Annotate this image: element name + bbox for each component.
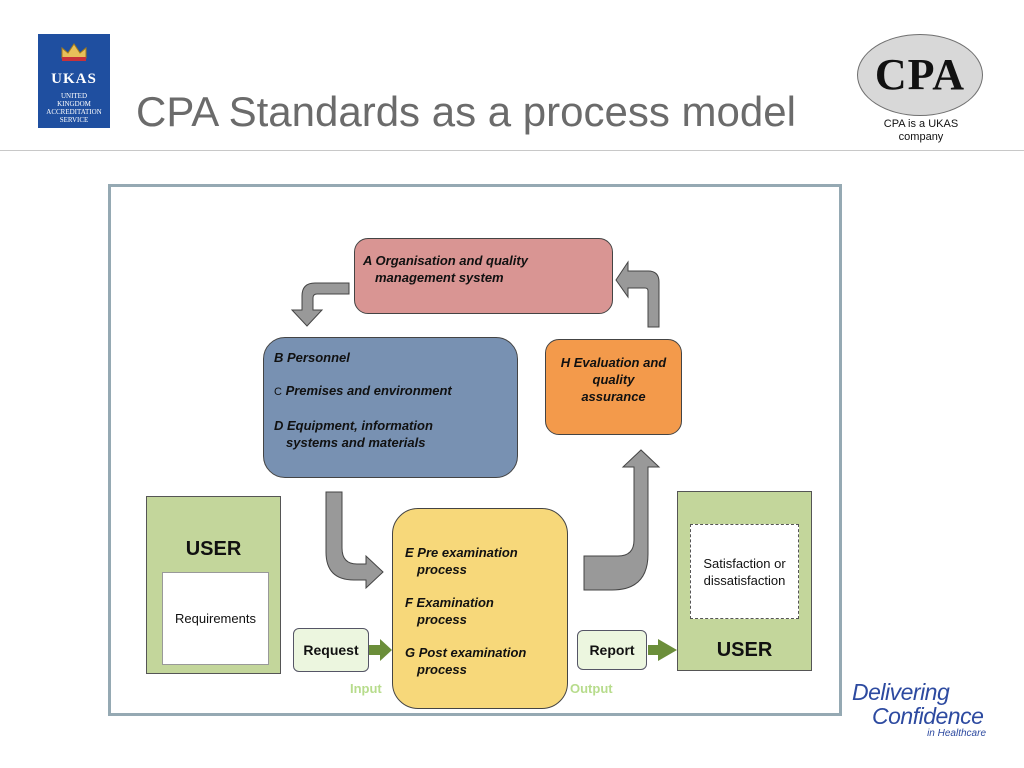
cpa-logo-text: CPA [874,50,966,99]
box-b-equipment-line-1: D Equipment, information [274,418,433,433]
cpa-logo: CPA [857,34,983,116]
box-g-line-1: G Post examination [405,645,527,660]
page-title: CPA Standards as a process model [136,88,796,135]
satisfaction-box: Satisfaction or dissatisfaction [690,524,799,619]
delivering-confidence-tagline: Delivering Confidence in Healthcare [852,679,986,739]
box-e-line-2: process [417,562,467,577]
box-examination-processes: E Pre examination process F Examination … [392,508,568,709]
box-b-equipment-line-2: systems and materials [286,435,426,450]
arrow-a-to-b [290,282,350,327]
arrow-b-to-efg [325,491,384,590]
input-label: Input [350,681,382,696]
box-h-line-2: quality [592,372,635,387]
output-label: Output [570,681,613,696]
box-organisation-qms: A Organisation and quality management sy… [354,238,613,314]
box-h-line-1: H Evaluation and [560,355,667,370]
box-personnel-premises-equipment: B Personnel C Premises and environment D… [263,337,518,478]
header-divider [0,150,1024,151]
box-a-line-2: management system [375,270,504,285]
ukas-logo-name: UKAS [51,71,97,87]
box-h-line-3: assurance [581,389,646,404]
box-e-line-1: E Pre examination [405,545,518,560]
arrow-request-flow [369,639,392,661]
arrow-efg-to-h [583,449,661,591]
box-evaluation-quality-assurance: H Evaluation and quality assurance [545,339,682,435]
box-f-line-1: F Examination [405,595,494,610]
user-right-label: USER [716,639,773,661]
cpa-caption: CPA is a UKAS company [883,118,959,143]
requirements-box: Requirements [162,572,269,665]
box-a-line-1: A Organisation and quality [363,253,528,268]
box-b-premises: C Premises and environment [274,383,452,398]
ukas-logo-subtitle: UNITED KINGDOM ACCREDITATION SERVICE [46,92,102,124]
box-g-line-2: process [417,662,467,677]
arrow-h-to-a [615,260,660,328]
box-b-personnel: B Personnel [274,350,350,365]
crown-icon [61,43,87,61]
report-label: Report [577,630,647,670]
user-left-label: USER [185,538,242,560]
box-f-line-2: process [417,612,467,627]
arrow-report-flow [648,639,677,661]
ukas-logo: UKAS UNITED KINGDOM ACCREDITATION SERVIC… [38,34,110,128]
request-label: Request [293,628,369,672]
